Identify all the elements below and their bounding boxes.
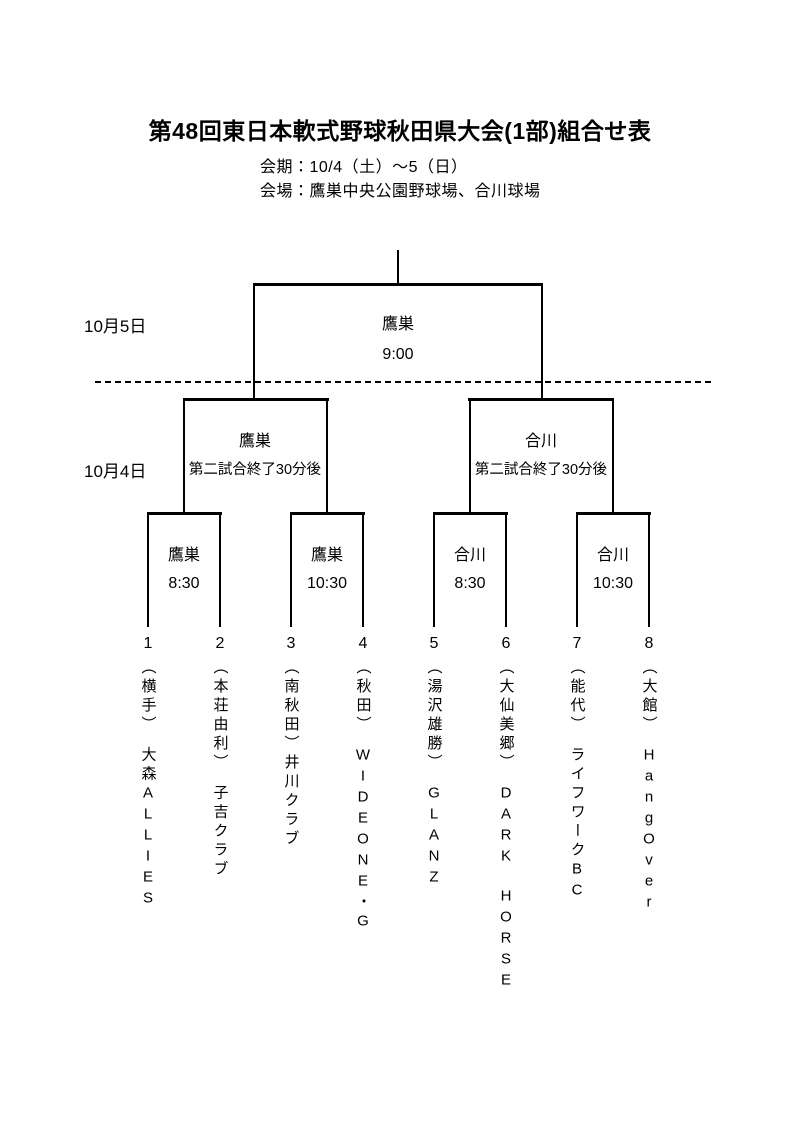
team7-line — [576, 514, 578, 627]
quarterfinal1-venue: 鷹巣 — [167, 547, 200, 564]
semifinal1-connector-top — [183, 398, 329, 401]
final-venue: 鷹巣 — [381, 316, 414, 333]
team-name: （大仙美郷） DARK HORSE — [497, 659, 515, 993]
team-entry-6: 6 （大仙美郷） DARK HORSE — [476, 634, 536, 993]
quarterfinal3-venue: 合川 — [453, 547, 486, 564]
quarterfinal4-time: 10:30 — [592, 575, 634, 592]
team-entry-3: 3 （南秋田）井川クラブ — [261, 634, 321, 849]
quarterfinal2-time: 10:30 — [306, 575, 348, 592]
team-name: （横手） 大森ALLIES — [139, 659, 157, 911]
team-number: 4 — [358, 635, 368, 652]
quarterfinal3-time: 8:30 — [454, 575, 486, 592]
team1-line — [147, 514, 149, 627]
team-number: 6 — [501, 635, 511, 652]
semifinal1-connector-right — [326, 400, 328, 514]
team-entry-5: 5 （湯沢雄勝） GLANZ — [404, 634, 464, 890]
team-entry-4: 4 （秋田） WIDEONE・G — [333, 634, 393, 934]
team5-line — [433, 514, 435, 627]
event-period: 会期：10/4（土）～5（日） — [260, 159, 468, 176]
team-number: 2 — [215, 635, 225, 652]
page-title: 第48回東日本軟式野球秋田県大会(1部)組合せ表 — [148, 118, 652, 144]
semifinal2-connector-left — [469, 400, 471, 514]
team-number: 8 — [644, 635, 654, 652]
semifinal2-connector-top — [468, 398, 614, 401]
final-connector-top — [253, 283, 543, 286]
team-name: （本荘由利） 子吉クラブ — [211, 659, 229, 880]
quarterfinal4-venue: 合川 — [596, 547, 629, 564]
date-label-semifinals: 10月4日 — [84, 462, 147, 481]
quarterfinal1-connector-top — [147, 512, 222, 515]
date-label-final: 10月5日 — [84, 317, 147, 336]
semifinal2-connector-right — [612, 400, 614, 514]
final-connector-left — [253, 283, 255, 400]
semifinal2-venue: 合川 — [524, 433, 557, 450]
team-name: （大館） HangOver — [640, 659, 658, 915]
event-venues: 会場：鷹巣中央公園野球場、合川球場 — [260, 183, 541, 200]
team2-line — [219, 514, 221, 627]
team8-line — [648, 514, 650, 627]
team4-line — [362, 514, 364, 627]
final-connector-right — [541, 283, 543, 400]
final-time: 9:00 — [382, 346, 414, 363]
team6-line — [505, 514, 507, 627]
team-name: （能代） ライフワークBC — [568, 659, 586, 903]
team-number: 3 — [286, 635, 296, 652]
team-entry-1: 1 （横手） 大森ALLIES — [118, 634, 178, 911]
team-entry-7: 7 （能代） ライフワークBC — [547, 634, 607, 903]
semifinal1-connector-left — [183, 400, 185, 514]
quarterfinal2-venue: 鷹巣 — [310, 547, 343, 564]
semifinal1-venue: 鷹巣 — [238, 433, 271, 450]
team-name: （湯沢雄勝） GLANZ — [425, 659, 443, 890]
champion-line — [397, 250, 399, 285]
team-number: 5 — [429, 635, 439, 652]
quarterfinal2-connector-top — [290, 512, 365, 515]
team-number: 1 — [143, 635, 153, 652]
team3-line — [290, 514, 292, 627]
team-name: （南秋田）井川クラブ — [282, 659, 300, 849]
team-number: 7 — [572, 635, 582, 652]
day-divider-dashed-line — [95, 381, 715, 383]
quarterfinal4-connector-top — [576, 512, 651, 515]
semifinal2-time: 第二試合終了30分後 — [474, 462, 608, 478]
semifinal1-time: 第二試合終了30分後 — [188, 462, 322, 478]
team-entry-8: 8 （大館） HangOver — [619, 634, 679, 915]
team-entry-2: 2 （本荘由利） 子吉クラブ — [190, 634, 250, 880]
team-name: （秋田） WIDEONE・G — [354, 659, 372, 934]
quarterfinal3-connector-top — [433, 512, 508, 515]
quarterfinal1-time: 8:30 — [168, 575, 200, 592]
